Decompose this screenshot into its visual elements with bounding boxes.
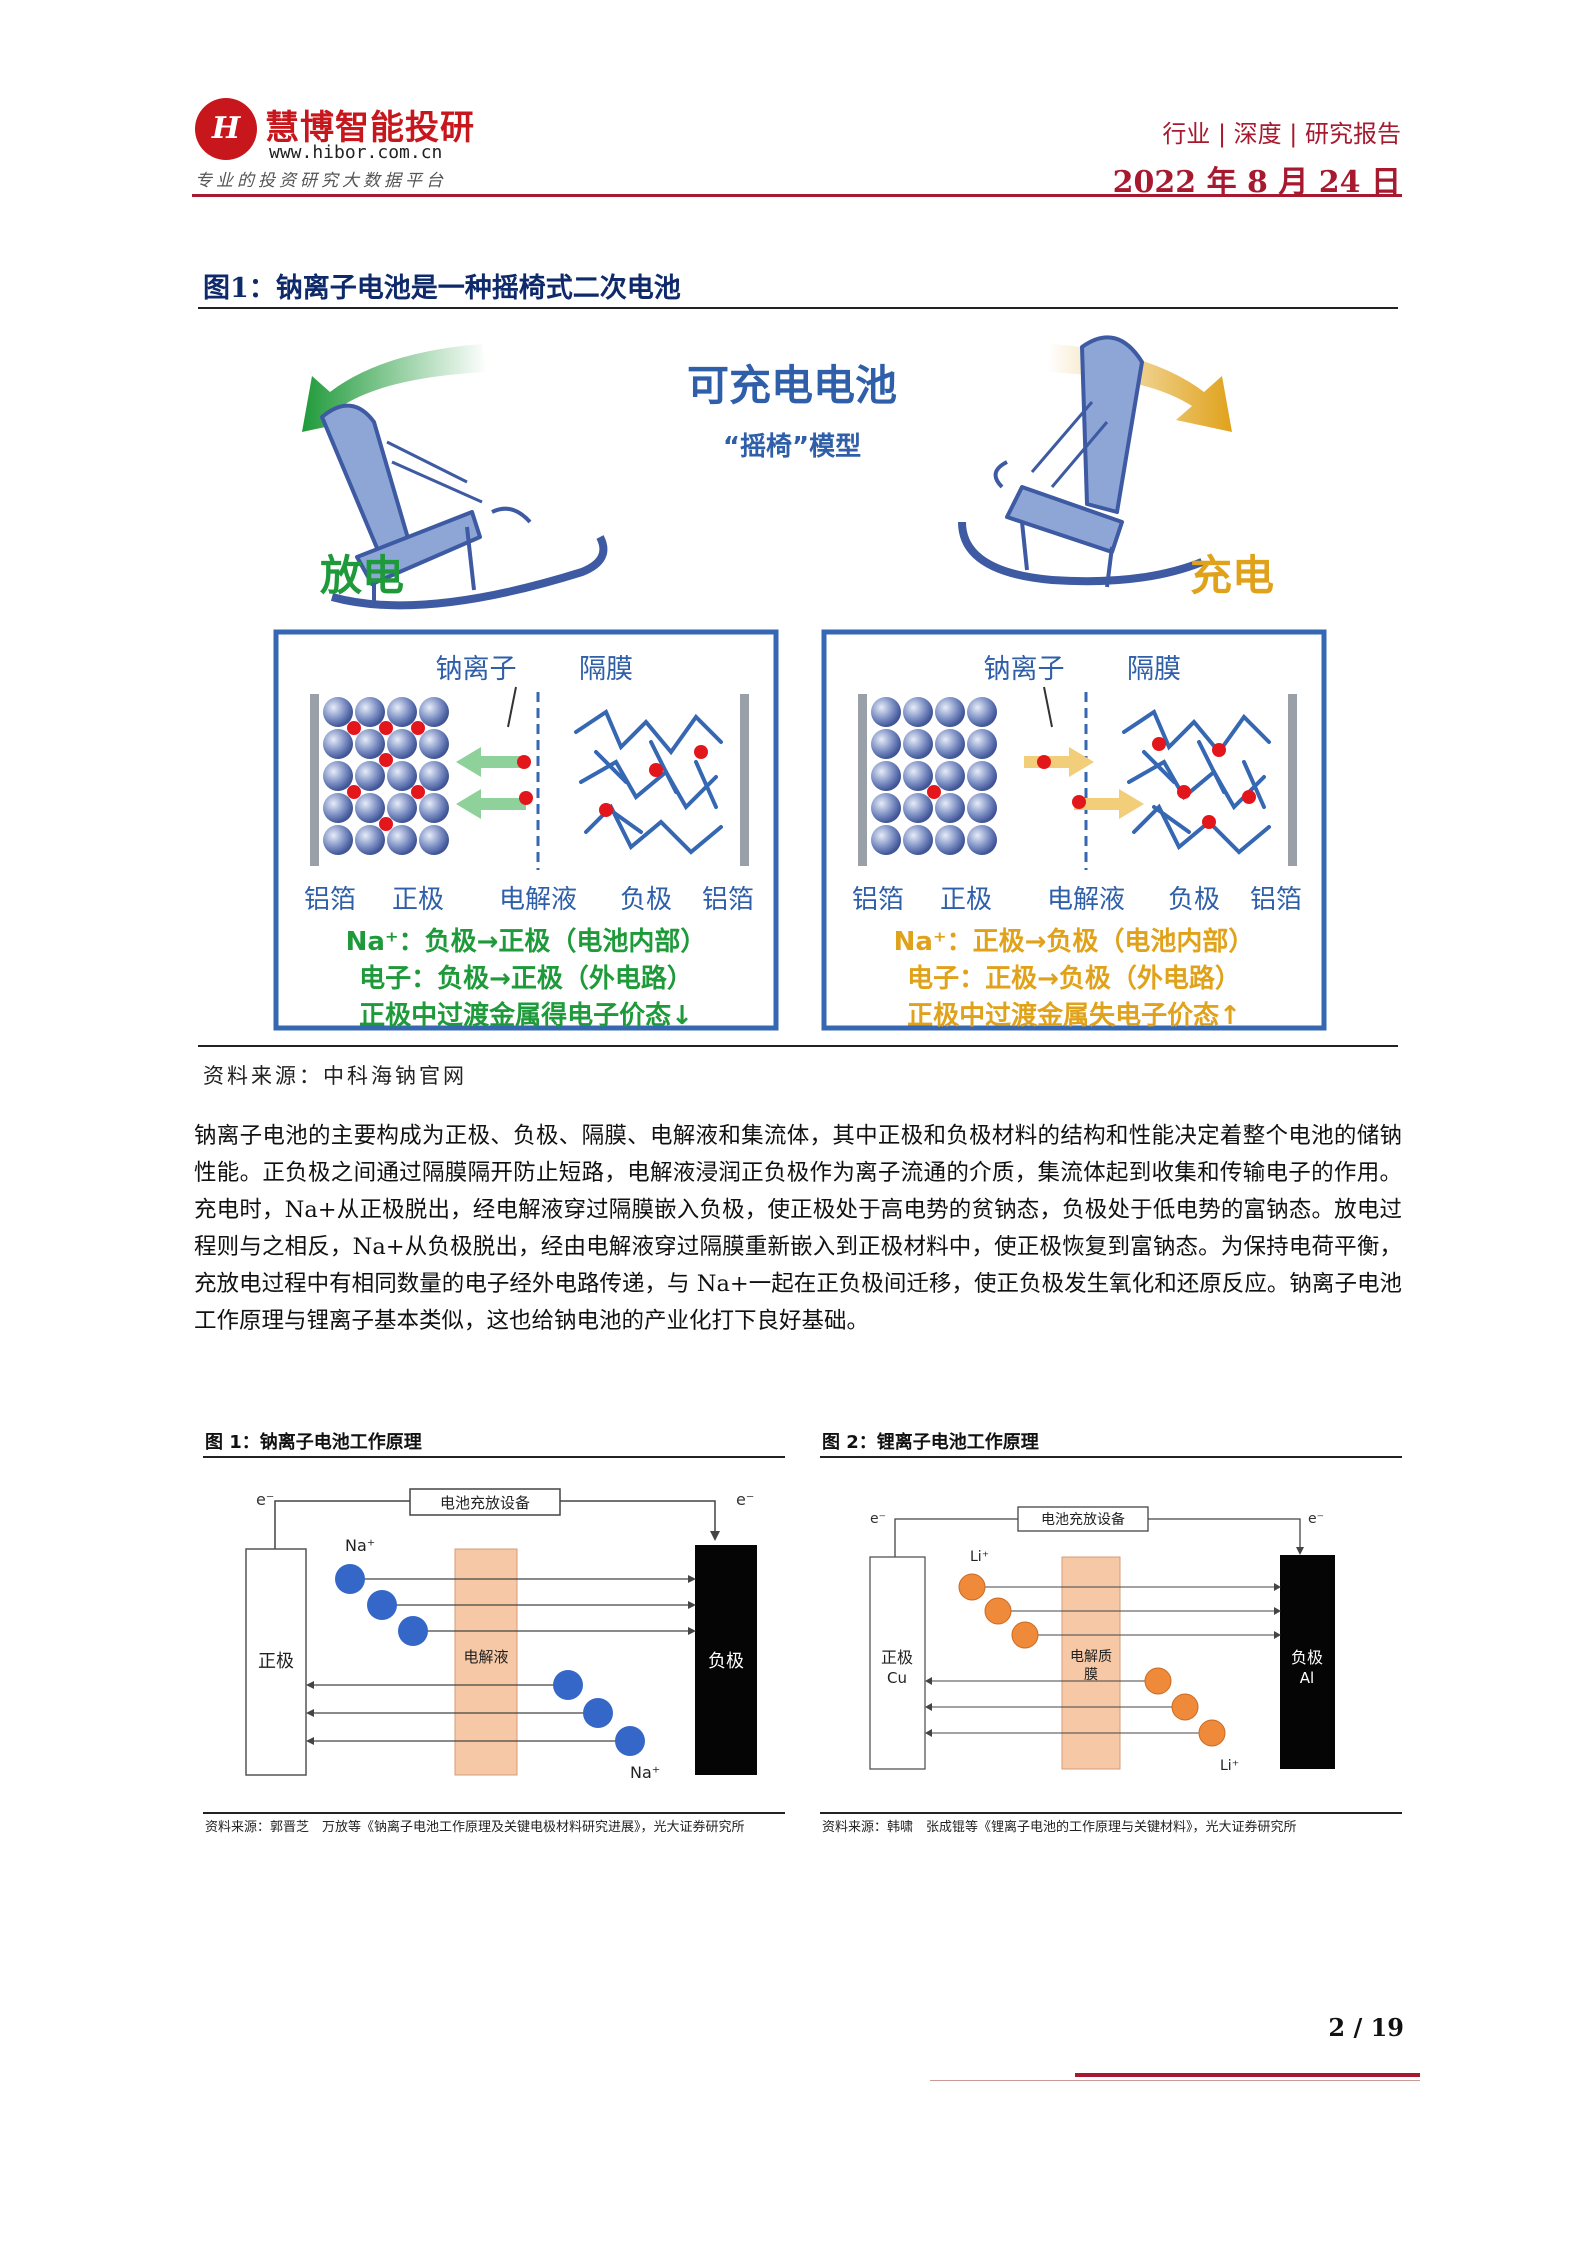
discharge-ion-arrow-2 [456,789,526,819]
figure-li-bottom-rule [820,1812,1402,1814]
figure-li-top-rule [820,1456,1402,1458]
li-anode-label: 负极 [1291,1648,1323,1667]
li-cathode-label: 正极 [881,1648,913,1667]
discharge-line-2: 电子：负极→正极（外电路） [359,963,693,994]
na-anode [695,1545,757,1775]
na-anode-label: 负极 [708,1651,744,1672]
na-electrolyte [454,1548,518,1776]
charge-line-1: Na⁺：正极→负极（电池内部） [894,927,1255,957]
discharge-label-foil-1: 铝箔 [304,885,356,915]
figure-li-source: 资料来源：韩啸 张成锟等《锂离子电池的工作原理与关键材料》，光大证券研究所 [822,1820,1297,1835]
charge-label: 充电 [1190,551,1274,600]
charge-cathode-lattice [871,697,997,855]
figure-na-source: 资料来源：郭晋芝 万放等《钠离子电池工作原理及关键电极材料研究进展》，光大证券研… [205,1820,745,1835]
charge-foil-right [1288,694,1297,866]
figure-na-bottom-rule [203,1812,785,1814]
figure1-top-rule [198,307,1398,309]
discharge-ion-arrow-1 [456,747,526,777]
figure1-source: 资料来源：中科海钠官网 [203,1064,467,1088]
li-electrolyte-label-2: 膜 [1084,1667,1098,1683]
na-ion-balls [335,1564,645,1756]
discharge-curved-arrow [302,344,487,432]
li-electrolyte-label-1: 电解质 [1070,1649,1112,1665]
report-type: 行业 | 深度 | 研究报告 [1162,120,1401,148]
charge-label-foil-2: 铝箔 [1250,885,1302,915]
figure1-bottom-rule [198,1045,1398,1047]
charge-panel: 钠离子 隔膜 铝箔 正极 电解液 负极 铝箔 Na⁺：正极→负极（电池内部） [821,629,1327,1031]
na-electron-right: e⁻ [736,1490,754,1509]
logo-slogan: 专业的投资研究大数据平台 [195,171,447,191]
li-electron-left: e⁻ [870,1511,886,1527]
discharge-foil-left [310,694,319,866]
page-number: 2 / 19 [1328,2013,1404,2042]
body-paragraph: 钠离子电池的主要构成为正极、负极、隔膜、电解液和集流体，其中正极和负极材料的结构… [194,1123,1402,1334]
footer-thin-line [930,2080,1420,2081]
figure-li-title: 图 2：锂离子电池工作原理 [822,1432,1039,1453]
na-electrolyte-label: 电解液 [463,1648,508,1666]
discharge-separator-label: 隔膜 [579,654,633,685]
li-device-label: 电池充放设备 [1041,1511,1125,1528]
logo-url: www.hibor.com.cn [269,142,443,163]
charge-label-anode: 负极 [1168,885,1220,915]
na-ion-top-label: Na⁺ [345,1536,375,1555]
charge-ion-arrow-1 [1024,747,1094,777]
lithium-ion-diagram: e⁻ e⁻ 电池充放设备 正极 Cu 电解质 膜 负极 Al Li⁺ Li⁺ [869,1506,1335,1774]
li-ion-top-label: Li⁺ [970,1549,989,1565]
left-rocking-chair-icon [320,403,608,610]
discharge-label-cathode: 正极 [392,885,444,915]
charge-anode-carbon [1122,709,1271,855]
diagram-heading: 可充电电池 [687,361,897,410]
charge-line-2: 电子：正极→负极（外电路） [907,963,1241,994]
discharge-foil-right [740,694,749,866]
discharge-line-3: 正极中过渡金属得电子价态↓ [359,1000,693,1031]
logo-name: 慧博智能投研 [265,108,475,148]
charge-line-3: 正极中过渡金属失电子价态↑ [907,1000,1241,1031]
discharge-panel: 钠离子 隔膜 铝箔 正极 电解液 负极 铝箔 Na⁺：负极→正极（电池 [273,629,779,1031]
charge-ion-arrow-2 [1074,789,1144,819]
li-cathode-sub: Cu [887,1669,907,1687]
charge-separator-label: 隔膜 [1127,654,1181,685]
rocking-chair-diagram: 可充电电池 “摇椅”模型 放电 充电 钠离子 隔膜 铝箔 [273,335,1327,1031]
diagram-subheading: “摇椅”模型 [723,432,861,462]
li-ion-balls [958,1573,1226,1747]
na-ion-bottom-label: Na⁺ [630,1763,660,1782]
figure-na-title: 图 1：钠离子电池工作原理 [205,1432,422,1453]
right-rocking-chair-icon [958,335,1204,588]
discharge-cathode-lattice [323,697,449,855]
na-cathode-label: 正极 [258,1651,294,1672]
figure-na-top-rule [203,1456,785,1458]
li-electrolyte [1061,1556,1121,1770]
figure1-title: 图1：钠离子电池是一种摇椅式二次电池 [203,273,681,304]
na-cathode [245,1548,307,1776]
hibor-logo: H 慧博智能投研 www.hibor.com.cn 专业的投资研究大数据平台 [195,98,495,193]
discharge-label-anode: 负极 [620,885,672,915]
li-anode-sub: Al [1300,1669,1314,1687]
discharge-label: 放电 [320,551,404,600]
na-electron-left: e⁻ [256,1490,274,1509]
discharge-line-1: Na⁺：负极→正极（电池内部） [346,927,707,957]
li-cathode [869,1556,926,1770]
charge-label-foil-1: 铝箔 [852,885,904,915]
header-divider [192,194,1402,197]
charge-label-electrolyte: 电解液 [1047,885,1125,915]
li-anode [1280,1555,1335,1769]
li-ion-bottom-label: Li⁺ [1220,1758,1239,1774]
footer-thick-line [1075,2073,1420,2077]
sodium-ion-diagram: e⁻ e⁻ 电池充放设备 正极 电解液 负极 Na⁺ Na⁺ [245,1488,757,1782]
logo-badge-icon: H [195,98,257,160]
charge-foil-left [858,694,867,866]
na-device-label: 电池充放设备 [440,1494,530,1512]
discharge-ion-label: 钠离子 [436,654,517,685]
charge-label-cathode: 正极 [940,885,992,915]
discharge-label-foil-2: 铝箔 [702,885,754,915]
charge-ion-label: 钠离子 [984,654,1065,685]
discharge-label-electrolyte: 电解液 [499,885,577,915]
report-meta: 行业 | 深度 | 研究报告 2022 年 8 月 24 日 [1113,114,1401,201]
li-electron-right: e⁻ [1308,1511,1324,1527]
